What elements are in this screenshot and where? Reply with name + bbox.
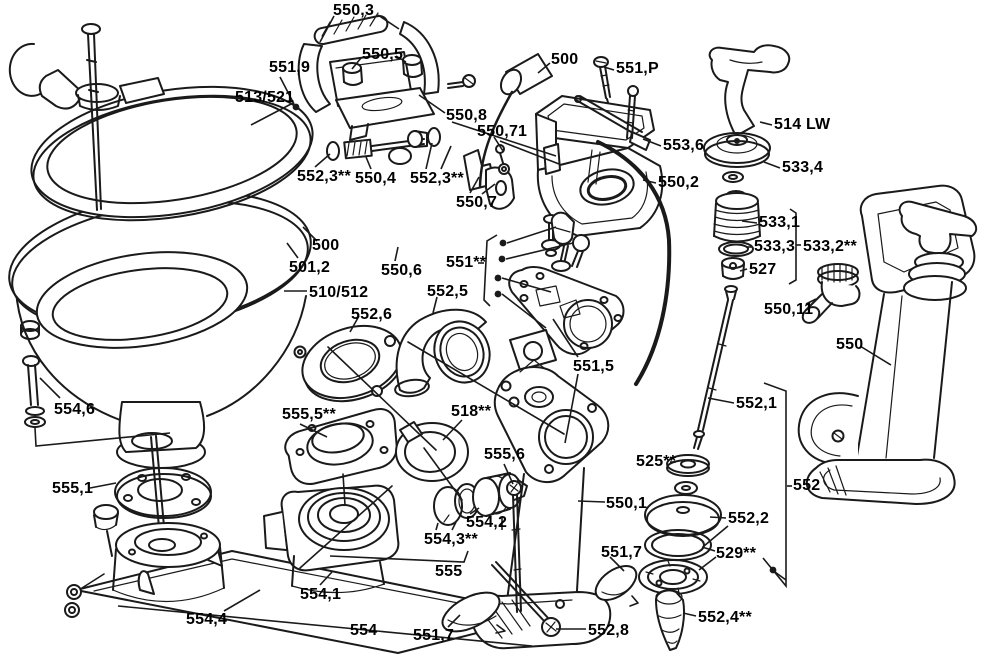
gasket-art <box>509 213 623 370</box>
leader-518 <box>443 420 462 440</box>
leader-533-1 <box>742 221 757 223</box>
leader-550-1 <box>578 501 605 502</box>
leader-552-5 <box>433 297 437 313</box>
complete-pump-art <box>799 186 976 504</box>
leader-550-4 <box>366 157 371 169</box>
leader-dot-551-star <box>499 239 507 247</box>
leader-551-star <box>506 243 573 259</box>
leader-550-3 <box>378 15 399 29</box>
leader-550-8 <box>419 95 445 113</box>
leader-551-5 <box>553 319 578 357</box>
t-handle-stack-art <box>694 45 789 449</box>
leader-550-3 <box>320 16 334 42</box>
leader-553-6 <box>643 139 661 146</box>
leader-500-mid <box>303 227 317 241</box>
leader-555-1 <box>90 483 116 488</box>
leader-527 <box>740 269 747 271</box>
leader-550-right <box>860 346 891 365</box>
leader-554-4 <box>224 590 260 611</box>
leader-551-star <box>502 278 551 292</box>
seat-lid-art <box>10 24 322 238</box>
bracket-551-star <box>484 235 497 306</box>
leader-550-8 <box>452 122 556 156</box>
piston-rod-art <box>327 128 440 164</box>
alignment-lines <box>300 342 564 568</box>
leader-529 <box>702 547 715 551</box>
leader-554-grp <box>118 606 532 646</box>
leader-513-521 <box>251 103 293 125</box>
discharge-art <box>293 310 499 413</box>
leader-551-star <box>502 294 546 328</box>
leader-552-3R <box>426 143 432 169</box>
leader-554-1 <box>320 572 332 585</box>
leader-552-3R <box>441 146 451 169</box>
leader-552-grp <box>775 572 786 580</box>
leader-551-star <box>507 227 556 243</box>
leader-554-6 <box>40 378 60 398</box>
leader-514-LW <box>760 122 772 125</box>
leader-552-1 <box>708 398 734 403</box>
leader-501-2 <box>287 243 298 258</box>
leader-550-71 <box>494 137 503 151</box>
leader-554-3 <box>436 523 438 530</box>
flapper-art <box>437 559 643 639</box>
leader-551-9 <box>280 77 294 104</box>
bracket-552-grp <box>763 383 786 586</box>
leader-550-11 <box>806 299 816 304</box>
leader-555-6 <box>504 464 513 484</box>
flange-cup-art <box>281 407 527 525</box>
leader-550-71 <box>500 141 559 164</box>
leader-554-3 <box>452 522 456 530</box>
base-art <box>65 436 548 653</box>
elbow-fitting-art <box>800 264 860 326</box>
leader-551-5 <box>565 374 578 443</box>
leader-552-2 <box>704 526 728 546</box>
leader-552-3L <box>315 154 330 167</box>
leader-550-5 <box>396 56 406 62</box>
leader-550-7 <box>470 177 479 193</box>
leader-dot-551-star <box>498 255 506 263</box>
bracket-555-grp <box>330 551 468 562</box>
leader-550-5 <box>352 58 361 69</box>
bracket-554-6 <box>35 428 170 446</box>
base-housing-art <box>264 486 398 593</box>
leader-dot-551-star <box>494 274 502 282</box>
leader-552-6 <box>350 316 359 332</box>
leader-551-7B <box>448 615 460 627</box>
leader-550-6 <box>395 247 398 261</box>
leader-529 <box>699 557 716 570</box>
leader-533-4 <box>764 162 780 168</box>
leader-551-7R <box>610 557 624 571</box>
leader-552-4 <box>683 613 696 616</box>
bowl-art <box>0 173 319 468</box>
leader-555-5 <box>300 424 327 437</box>
handle-bracket-art <box>299 13 475 140</box>
pump-cylinder-art <box>471 360 610 648</box>
leader-550-7 <box>482 184 495 194</box>
leader-500-top <box>538 63 550 73</box>
bracket-533-2 <box>789 209 796 284</box>
pump-top-art <box>536 86 669 384</box>
leader-554-2 <box>470 508 479 514</box>
leader-dot-552-grp <box>769 566 777 574</box>
leader-dot-551-star <box>494 290 502 298</box>
leader-551-P <box>604 67 614 70</box>
leader-dot-551-9 <box>292 103 300 111</box>
leader-552-2 <box>710 517 726 518</box>
hose-art <box>480 54 552 186</box>
leader-550-2 <box>643 180 656 183</box>
clips-art <box>464 145 514 209</box>
lower-stack-art <box>639 455 721 650</box>
